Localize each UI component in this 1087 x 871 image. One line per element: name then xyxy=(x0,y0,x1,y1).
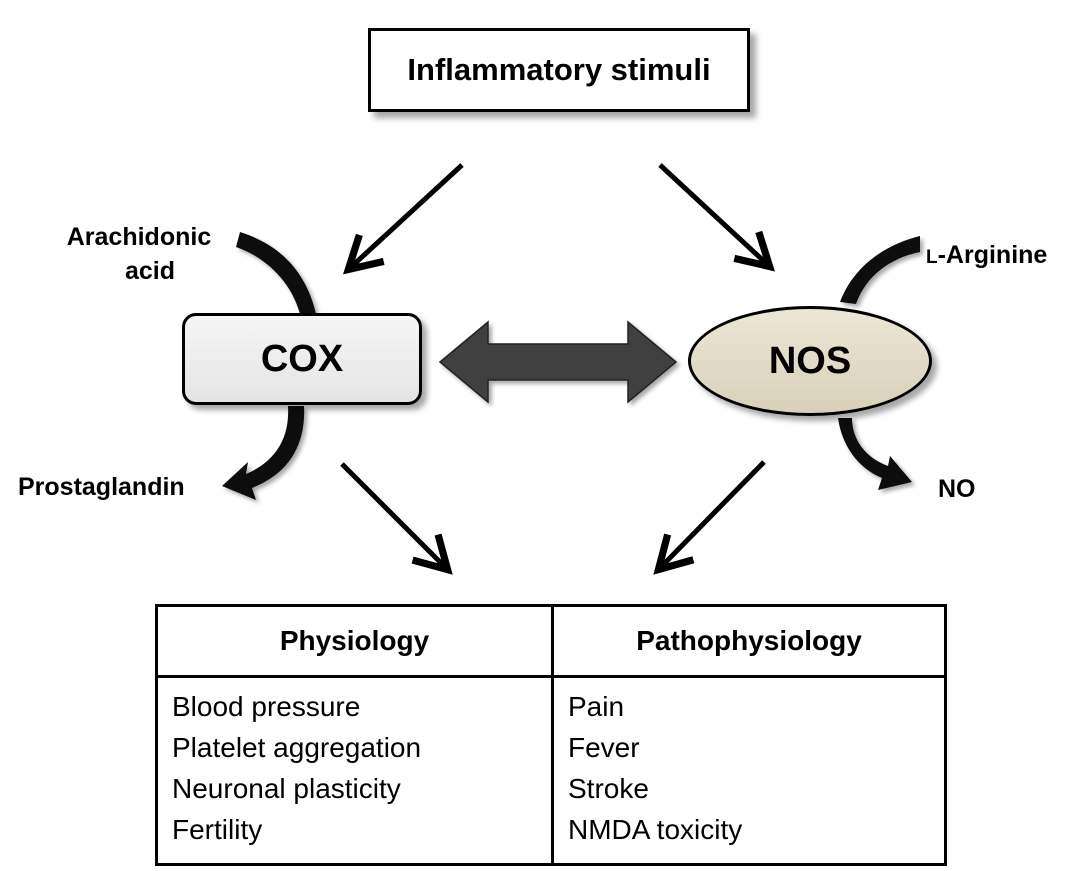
pathophysiology-item: Stroke xyxy=(568,773,649,804)
pathophysiology-item: Pain xyxy=(568,691,625,722)
physiology-list: Blood pressure Platelet aggregation Neur… xyxy=(158,678,554,863)
pathophysiology-item: Fever xyxy=(568,732,640,763)
pathophysiology-header: Pathophysiology xyxy=(554,607,944,678)
physiology-item: Platelet aggregation xyxy=(172,732,422,763)
arachidonic-acid-label: Arachidonic acid xyxy=(44,220,234,288)
curve-cox-to-prostaglandin xyxy=(222,406,305,500)
l-arginine-label: L-Arginine xyxy=(926,238,1047,275)
physiology-item: Blood pressure xyxy=(172,691,361,722)
curve-arginine-to-nos xyxy=(840,236,920,304)
arachidonic-line-1: Arachidonic xyxy=(66,223,212,251)
inflammatory-stimuli-label: Inflammatory stimuli xyxy=(407,52,711,87)
effects-table: Physiology Pathophysiology Blood pressur… xyxy=(155,604,947,866)
inflammatory-stimuli-box: Inflammatory stimuli xyxy=(368,28,750,112)
cox-node: COX xyxy=(182,313,422,405)
physiology-item: Neuronal plasticity xyxy=(172,773,401,804)
arrow-stimuli-to-cox xyxy=(343,163,464,275)
curve-nos-to-no xyxy=(838,418,912,490)
arrow-cox-to-table xyxy=(340,462,453,575)
nos-node: NOS xyxy=(688,306,932,416)
arrow-stimuli-to-nos xyxy=(658,163,775,272)
cox-label: COX xyxy=(260,337,344,380)
arrow-nos-to-table xyxy=(653,460,766,575)
physiology-item: Fertility xyxy=(172,814,263,845)
pathophysiology-item: NMDA toxicity xyxy=(568,814,743,845)
l-arginine-prefix: L xyxy=(926,247,938,268)
curve-arachidonic-to-cox xyxy=(236,232,316,314)
double-arrow-cox-nos xyxy=(438,320,678,404)
l-arginine-rest: -Arginine xyxy=(937,241,1048,269)
prostaglandin-label: Prostaglandin xyxy=(18,473,185,501)
no-label: NO xyxy=(938,475,976,503)
nos-label: NOS xyxy=(768,339,852,382)
pathophysiology-list: Pain Fever Stroke NMDA toxicity xyxy=(554,678,944,863)
arachidonic-line-2: acid xyxy=(124,257,176,285)
physiology-header: Physiology xyxy=(158,607,554,678)
